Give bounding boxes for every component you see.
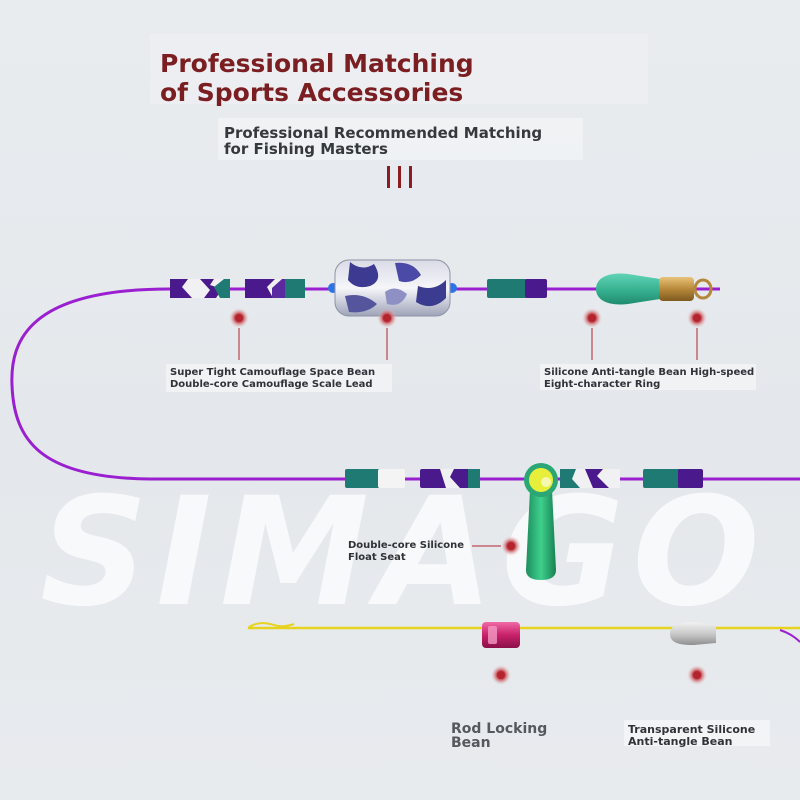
camo-space-bean [170,279,230,298]
silicone-float-seat [524,463,558,580]
camo-space-bean [245,279,305,298]
callout-marker [687,308,707,360]
label-anti-tangle-ring: Silicone Anti-tangle Bean High-speed Eig… [544,367,755,390]
main-line [10,287,800,481]
label-float-seat: Double-core Silicone Float Seat [348,540,464,563]
divider-mark [398,166,401,188]
callout-marker [377,308,397,360]
purple-line-tail [779,629,800,643]
transparent-anti-tangle-bean [670,622,716,645]
camo-space-bean [420,469,480,488]
callout-backdrop [540,364,756,390]
callout-backdrop [624,720,770,746]
teal-white-bead [345,469,405,488]
camo-space-bean [560,469,620,488]
brand-watermark: SIMAGO [40,478,768,628]
yellow-line-loop [247,622,295,629]
teal-purple-bead [487,279,547,298]
subtitle-backdrop [218,118,583,160]
callout-marker [491,665,511,685]
divider-mark [387,166,390,188]
camouflage-scale-lead [328,259,457,317]
teal-purple-bead [643,469,703,488]
label-rod-locking-bean: Rod Locking Bean [451,721,548,751]
silicone-anti-tangle-bean [596,273,660,305]
callout-marker [229,308,249,360]
callout-marker [687,665,707,685]
divider-mark [409,166,412,188]
label-space-bean-lead: Super Tight Camouflage Space Bean Double… [170,367,376,390]
rod-locking-bean [482,622,520,648]
callout-marker [472,536,521,556]
page-title: Professional Matching of Sports Accessor… [160,49,474,107]
page-subtitle: Professional Recommended Matching for Fi… [224,124,543,158]
callout-backdrop [166,364,392,392]
callout-marker [582,308,602,360]
title-backdrop [150,34,648,104]
label-transparent-bean: Transparent Silicone Anti-tangle Bean [628,723,756,748]
eight-character-ring [659,277,713,301]
